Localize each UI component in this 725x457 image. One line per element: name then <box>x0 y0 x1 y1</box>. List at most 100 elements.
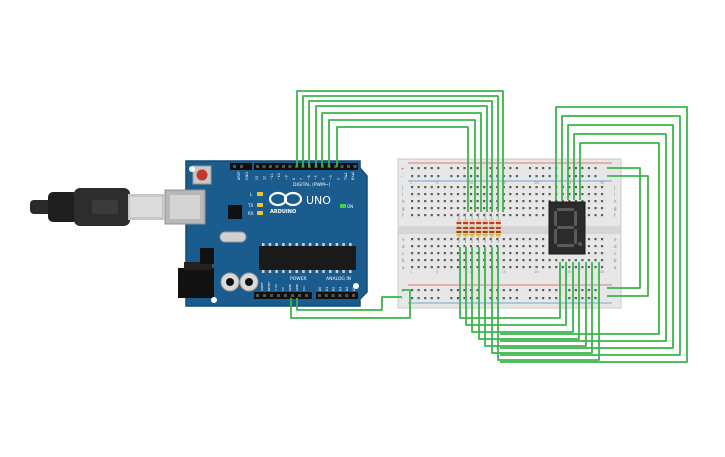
breadboard-hole[interactable] <box>443 252 446 255</box>
breadboard-hole[interactable] <box>548 259 551 262</box>
breadboard-hole[interactable] <box>430 266 433 269</box>
breadboard-hole[interactable] <box>522 245 525 248</box>
breadboard-hole[interactable] <box>587 214 591 217</box>
breadboard-hole[interactable] <box>515 193 518 196</box>
digital-pin-hole[interactable] <box>282 165 285 168</box>
usb-cable[interactable] <box>30 188 164 226</box>
breadboard-hole[interactable] <box>456 238 460 241</box>
breadboard-hole[interactable] <box>424 245 427 248</box>
breadboard-hole[interactable] <box>528 175 532 178</box>
jumper-wires[interactable] <box>290 90 688 363</box>
breadboard-hole[interactable] <box>456 207 460 210</box>
digital-pin-hole[interactable] <box>347 165 350 168</box>
breadboard-hole[interactable] <box>509 186 512 189</box>
breadboard-hole[interactable] <box>496 238 499 241</box>
wire-display-return-2[interactable] <box>500 124 674 349</box>
breadboard-hole[interactable] <box>509 214 512 217</box>
breadboard-hole[interactable] <box>443 238 446 241</box>
breadboard-hole[interactable] <box>424 193 427 196</box>
wire-display-return-4[interactable] <box>500 142 660 335</box>
analog-pin-hole[interactable] <box>331 294 335 297</box>
wire-display-return-3[interactable] <box>500 133 667 342</box>
breadboard-hole[interactable] <box>502 245 505 248</box>
breadboard-hole[interactable] <box>450 266 453 269</box>
breadboard-hole[interactable] <box>515 167 518 170</box>
breadboard-hole[interactable] <box>581 297 584 300</box>
breadboard-hole[interactable] <box>476 207 479 210</box>
breadboard-hole[interactable] <box>542 252 545 255</box>
breadboard-hole[interactable] <box>456 175 460 178</box>
breadboard-hole[interactable] <box>542 167 545 170</box>
power-pin-hole[interactable] <box>277 294 280 297</box>
resistor[interactable] <box>489 213 495 243</box>
breadboard-hole[interactable] <box>496 245 499 248</box>
wire-segment-low-3[interactable] <box>478 247 580 340</box>
breadboard-hole[interactable] <box>463 193 466 196</box>
breadboard-hole[interactable] <box>600 245 604 248</box>
breadboard-hole[interactable] <box>456 289 460 292</box>
breadboard-hole[interactable] <box>522 238 525 241</box>
breadboard-hole[interactable] <box>411 266 414 269</box>
breadboard-hole[interactable] <box>469 259 473 262</box>
breadboard-hole[interactable] <box>411 167 414 170</box>
breadboard-hole[interactable] <box>555 200 558 203</box>
breadboard-hole[interactable] <box>437 289 440 292</box>
breadboard-hole[interactable] <box>548 289 551 292</box>
breadboard-hole[interactable] <box>430 238 433 241</box>
breadboard-hole[interactable] <box>581 200 584 203</box>
breadboard-hole[interactable] <box>535 297 538 300</box>
breadboard-hole[interactable] <box>489 193 492 196</box>
breadboard-hole[interactable] <box>568 266 571 269</box>
breadboard-hole[interactable] <box>594 200 597 203</box>
power-pin-hole[interactable] <box>284 294 287 297</box>
breadboard-hole[interactable] <box>469 193 473 196</box>
breadboard-hole[interactable] <box>469 200 473 203</box>
breadboard-hole[interactable] <box>450 175 453 178</box>
breadboard-hole[interactable] <box>483 238 486 241</box>
breadboard-hole[interactable] <box>417 252 420 255</box>
breadboard-hole[interactable] <box>430 245 433 248</box>
breadboard-hole[interactable] <box>469 297 473 300</box>
breadboard-hole[interactable] <box>515 297 518 300</box>
breadboard-hole[interactable] <box>489 186 492 189</box>
resistor[interactable] <box>482 213 488 243</box>
breadboard-hole[interactable] <box>535 259 538 262</box>
breadboard-hole[interactable] <box>430 214 433 217</box>
breadboard-hole[interactable] <box>574 259 577 262</box>
breadboard-hole[interactable] <box>463 252 466 255</box>
breadboard-hole[interactable] <box>424 214 427 217</box>
breadboard-hole[interactable] <box>483 207 486 210</box>
breadboard-hole[interactable] <box>548 266 551 269</box>
breadboard-hole[interactable] <box>443 214 446 217</box>
breadboard-hole[interactable] <box>548 193 551 196</box>
breadboard-hole[interactable] <box>502 252 505 255</box>
breadboard-hole[interactable] <box>469 266 473 269</box>
breadboard-hole[interactable] <box>430 207 433 210</box>
breadboard-hole[interactable] <box>568 167 571 170</box>
breadboard-hole[interactable] <box>437 193 440 196</box>
breadboard-hole[interactable] <box>535 266 538 269</box>
breadboard-hole[interactable] <box>528 289 532 292</box>
wire-segment-low-6[interactable] <box>497 247 600 361</box>
breadboard-hole[interactable] <box>581 259 584 262</box>
breadboard-hole[interactable] <box>437 252 440 255</box>
breadboard-hole[interactable] <box>424 259 427 262</box>
breadboard-hole[interactable] <box>515 266 518 269</box>
breadboard-hole[interactable] <box>411 245 414 248</box>
breadboard-hole[interactable] <box>574 186 577 189</box>
breadboard-hole[interactable] <box>502 289 505 292</box>
digital-pin-hole[interactable] <box>340 165 344 168</box>
breadboard-hole[interactable] <box>476 193 479 196</box>
breadboard-hole[interactable] <box>450 252 453 255</box>
breadboard-hole[interactable] <box>600 207 604 210</box>
breadboard-hole[interactable] <box>542 266 545 269</box>
breadboard-hole[interactable] <box>411 186 414 189</box>
breadboard-hole[interactable] <box>476 175 479 178</box>
wire-digital-pin-0[interactable] <box>296 90 504 212</box>
breadboard-hole[interactable] <box>463 245 466 248</box>
breadboard-hole[interactable] <box>522 252 525 255</box>
breadboard-hole[interactable] <box>600 186 604 189</box>
breadboard-hole[interactable] <box>469 252 473 255</box>
breadboard-hole[interactable] <box>489 200 492 203</box>
breadboard-hole[interactable] <box>509 245 512 248</box>
